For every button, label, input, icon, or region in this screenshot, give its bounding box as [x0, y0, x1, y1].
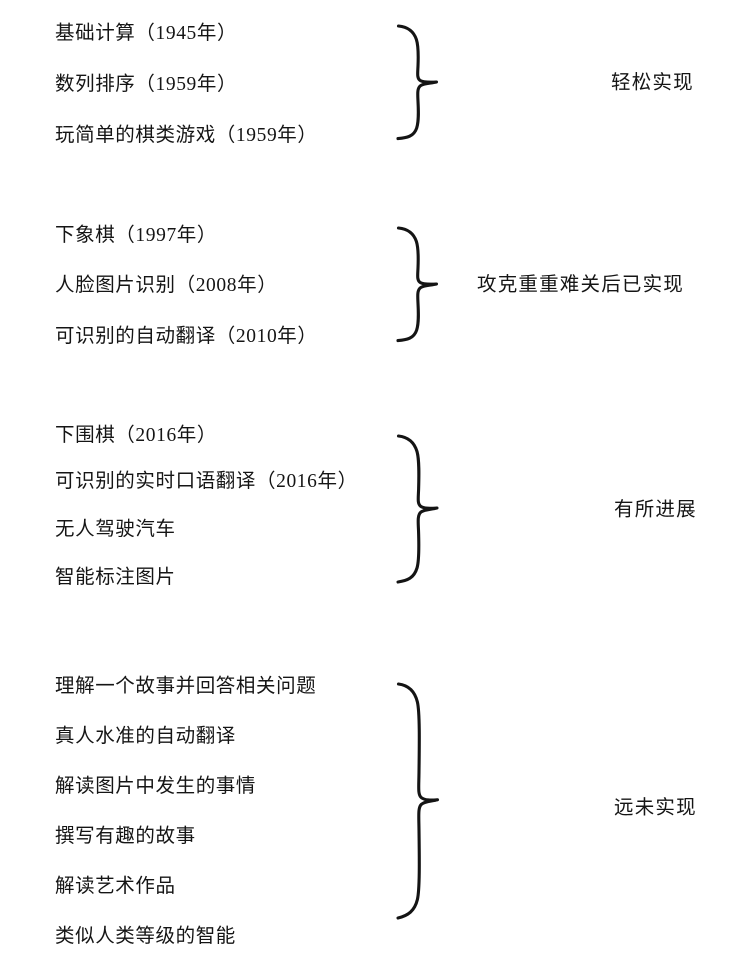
curly-brace [396, 680, 458, 922]
list-item: 数列排序（1959年） [55, 74, 238, 95]
group-label: 轻松实现 [611, 72, 694, 94]
list-item: 类似人类等级的智能 [55, 926, 236, 947]
list-item: 下围棋（2016年） [55, 425, 217, 446]
list-item: 理解一个故事并回答相关问题 [55, 676, 317, 697]
group-achieved-with-difficulty: 下象棋（1997年） 人脸图片识别（2008年） 可识别的自动翻译（2010年）… [0, 200, 739, 380]
list-item: 基础计算（1945年） [55, 23, 238, 44]
curly-brace [396, 432, 458, 586]
list-item: 可识别的自动翻译（2010年） [55, 326, 318, 347]
group-label: 有所进展 [614, 499, 697, 521]
curly-brace [396, 224, 458, 344]
list-item: 撰写有趣的故事 [55, 826, 196, 847]
list-item: 玩简单的棋类游戏（1959年） [55, 125, 318, 146]
group-far-from-realized: 理解一个故事并回答相关问题 真人水准的自动翻译 解读图片中发生的事情 撰写有趣的… [0, 650, 739, 978]
curly-brace [396, 22, 458, 142]
group-label: 攻克重重难关后已实现 [477, 274, 685, 296]
list-item: 下象棋（1997年） [55, 225, 217, 246]
list-item: 可识别的实时口语翻译（2016年） [55, 471, 358, 492]
list-item: 解读艺术作品 [55, 876, 176, 897]
group-easy: 基础计算（1945年） 数列排序（1959年） 玩简单的棋类游戏（1959年） … [0, 0, 739, 180]
list-item: 真人水准的自动翻译 [55, 726, 236, 747]
group-label: 远未实现 [614, 797, 697, 819]
list-item: 解读图片中发生的事情 [55, 776, 257, 797]
list-item: 无人驾驶汽车 [55, 519, 176, 540]
list-item: 智能标注图片 [55, 567, 176, 588]
group-in-progress: 下围棋（2016年） 可识别的实时口语翻译（2016年） 无人驾驶汽车 智能标注… [0, 400, 739, 620]
list-item: 人脸图片识别（2008年） [55, 275, 278, 296]
